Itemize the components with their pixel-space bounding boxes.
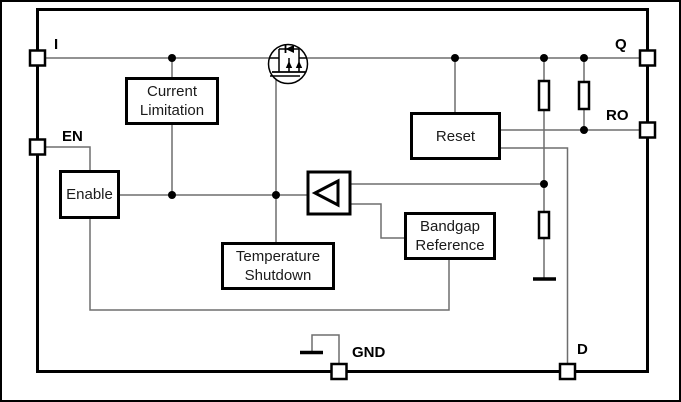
block-bandgap-reference: Bandgap Reference	[404, 212, 496, 260]
pin-label-i: I	[54, 36, 59, 53]
block-label: Reference	[415, 237, 485, 254]
pin-label-en: EN	[62, 128, 83, 145]
pin-squares	[28, 49, 657, 381]
pin-label-d: D	[577, 341, 588, 358]
block-current-limitation: Current Limitation	[125, 77, 219, 125]
pin-square-en	[28, 138, 47, 156]
pin-label-ro: RO	[606, 107, 629, 124]
wires	[45, 57, 640, 364]
block-label: Temperature	[235, 248, 321, 265]
block-temperature-shutdown: Temperature Shutdown	[221, 242, 335, 290]
pin-square-i	[28, 49, 47, 67]
block-label: Bandgap	[419, 218, 481, 235]
junction-dots	[168, 54, 588, 199]
error-amplifier-icon	[306, 170, 352, 216]
block-enable: Enable	[59, 170, 120, 219]
pin-square-d	[558, 362, 577, 381]
pin-square-gnd	[330, 362, 348, 381]
block-label: Limitation	[139, 102, 205, 119]
resistor-icon-feedback-top	[537, 79, 551, 112]
block-label: Reset	[435, 127, 476, 145]
pin-square-ro	[638, 121, 657, 139]
mosfet-pass-transistor-icon	[267, 43, 309, 85]
block-reset: Reset	[410, 112, 501, 160]
block-label: Shutdown	[244, 267, 312, 284]
pin-label-gnd: GND	[352, 344, 386, 361]
resistor-icon-reset-pullup	[577, 80, 591, 111]
resistor-icon-feedback-bottom	[537, 210, 551, 240]
pin-label-q: Q	[615, 36, 627, 53]
block-label: Enable	[66, 186, 113, 203]
pin-square-q	[638, 49, 657, 67]
block-label: Current	[146, 83, 198, 100]
